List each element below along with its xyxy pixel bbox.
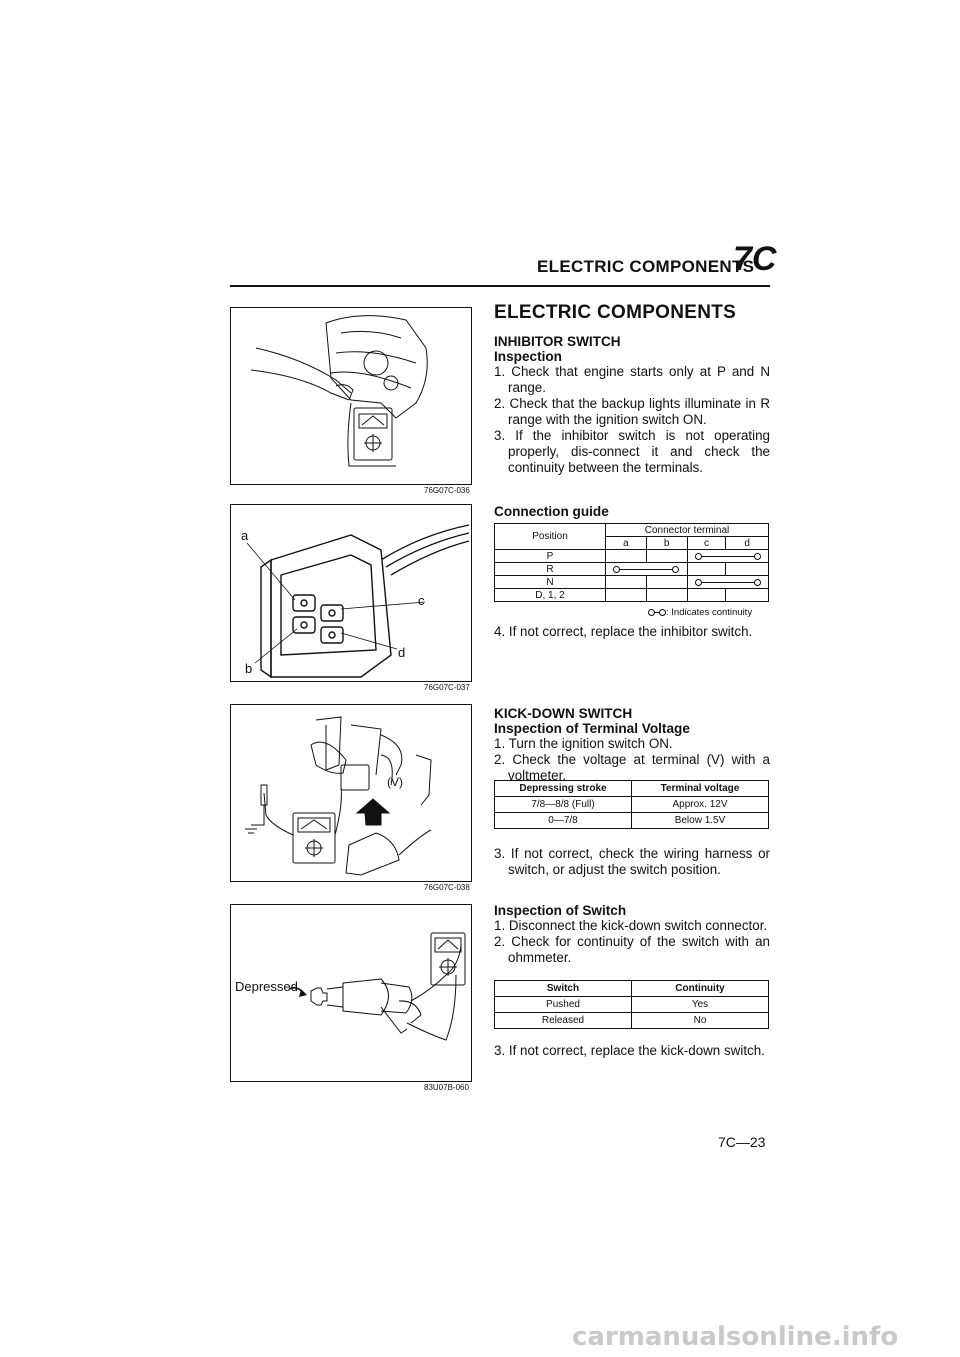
step-1: 1. Check that engine starts only at P an… (494, 364, 770, 395)
switch-header: Switch (494, 980, 632, 997)
header-code: 7C (733, 240, 777, 278)
label-terminal-c: c (418, 593, 425, 608)
continuity-symbol (605, 562, 688, 576)
header-title: ELECTRIC COMPONENTS (537, 257, 755, 276)
inhibitor-steps: 1. Check that engine starts only at P an… (494, 364, 770, 476)
switch-inspection-section: Inspection of Switch 1. Disconnect the k… (494, 903, 770, 966)
figure-switch-continuity-test: Depressed (230, 904, 472, 1082)
table-cell: Approx. 12V (631, 796, 769, 813)
step-3: 3. If not correct, check the wiring harn… (494, 846, 770, 877)
terminal-c-header: c (686, 536, 727, 550)
table-row: 7/8—8/8 (Full) Approx. 12V (494, 796, 769, 813)
step-1: 1. Disconnect the kick-down switch conne… (494, 918, 768, 933)
table-cell: Pushed (494, 996, 632, 1013)
figure-code: 76G07C-036 (424, 486, 470, 495)
continuity-legend-text: : Indicates continuity (666, 607, 753, 618)
table-cell: 7/8—8/8 (Full) (494, 796, 632, 813)
kickdown-voltmeter-illustration (245, 716, 432, 876)
header-rule (230, 285, 770, 287)
connection-guide-table: Position Connector terminal a b c d P R … (494, 523, 769, 602)
inhibitor-subtitle: Inspection (494, 349, 562, 364)
section-title: ELECTRIC COMPONENTS (494, 302, 737, 323)
table-row: P (494, 549, 769, 563)
depressing-stroke-header: Depressing stroke (494, 780, 632, 797)
table-row: R (494, 562, 769, 576)
continuity-symbol (686, 575, 769, 589)
table-cell: No (631, 1012, 769, 1029)
table-cell: Below 1.5V (631, 812, 769, 829)
figure-inhibitor-switch-test (230, 307, 472, 485)
label-terminal-b: b (245, 661, 253, 676)
label-terminal-a: a (241, 528, 249, 543)
switch-inspection-steps: 1. Disconnect the kick-down switch conne… (494, 918, 770, 966)
position-cell: R (494, 562, 606, 576)
continuity-symbol-icon (648, 607, 666, 617)
label-terminal-d: d (398, 645, 406, 660)
kickdown-switch-ohmmeter-illustration (288, 932, 466, 1041)
kickdown-switch-section: KICK-DOWN SWITCH Inspection of Terminal … (494, 706, 770, 784)
continuity-legend: : Indicates continuity (648, 607, 752, 618)
connector-terminal-header: Connector terminal (605, 523, 769, 537)
figure-connector-terminals: a b c d (230, 504, 472, 682)
figure-code: 76G07C-037 (424, 683, 470, 692)
table-cell: 0—7/8 (494, 812, 632, 829)
watermark: carmanualsonline.info (572, 1322, 899, 1352)
kickdown-title: KICK-DOWN SWITCH (494, 706, 633, 721)
switch-continuity-table: Switch Continuity Pushed Yes Released No (494, 980, 769, 1029)
terminal-a-header: a (605, 536, 647, 550)
terminal-d-header: d (725, 536, 769, 550)
step-1: 1. Turn the ignition switch ON. (494, 736, 673, 751)
kickdown-steps: 1. Turn the ignition switch ON. 2. Check… (494, 736, 770, 784)
transaxle-multimeter-illustration (250, 315, 428, 467)
position-cell: N (494, 575, 606, 589)
continuity-symbol (686, 549, 769, 563)
step-2: 2. Check for continuity of the switch wi… (494, 934, 770, 965)
connection-guide-title: Connection guide (494, 504, 609, 519)
table-row: D, 1, 2 (494, 588, 769, 602)
terminal-b-header: b (645, 536, 688, 550)
step-2: 2. Check that the backup lights illumina… (494, 396, 770, 427)
figure-kickdown-voltage-test: (V) (230, 704, 472, 882)
terminal-voltage-header: Terminal voltage (631, 780, 769, 797)
switch-inspection-subtitle: Inspection of Switch (494, 903, 627, 918)
table-cell: Yes (631, 996, 769, 1013)
label-terminal-v: (V) (387, 775, 403, 789)
kickdown-step-3: 3. If not correct, check the wiring harn… (494, 846, 770, 878)
table-row: Pushed Yes (494, 996, 769, 1013)
connector-illustration (246, 524, 470, 679)
terminal-voltage-table: Depressing stroke Terminal voltage 7/8—8… (494, 780, 769, 829)
inhibitor-step-4: 4. If not correct, replace the inhibitor… (494, 624, 753, 639)
step-3: 3. If the inhibitor switch is not operat… (494, 428, 770, 475)
switch-step-3: 3. If not correct, replace the kick-down… (494, 1043, 765, 1058)
inhibitor-switch-section: INHIBITOR SWITCH Inspection 1. Check tha… (494, 334, 770, 476)
position-cell: D, 1, 2 (494, 588, 606, 602)
figure-code: 76G07C-038 (424, 883, 470, 892)
page-number: 7C—23 (718, 1134, 766, 1150)
table-cell: Released (494, 1012, 632, 1029)
position-cell: P (494, 549, 606, 563)
figure-code: 83U07B-060 (424, 1083, 469, 1092)
continuity-header: Continuity (631, 980, 769, 997)
kickdown-subtitle: Inspection of Terminal Voltage (494, 721, 690, 736)
position-header: Position (494, 523, 606, 550)
label-depressed: Depressed (235, 979, 298, 994)
step-2: 2. Check the voltage at terminal (V) wit… (494, 752, 770, 783)
table-row: Released No (494, 1012, 769, 1029)
table-row: 0—7/8 Below 1.5V (494, 812, 769, 829)
inhibitor-title: INHIBITOR SWITCH (494, 334, 621, 349)
table-row: N (494, 575, 769, 589)
